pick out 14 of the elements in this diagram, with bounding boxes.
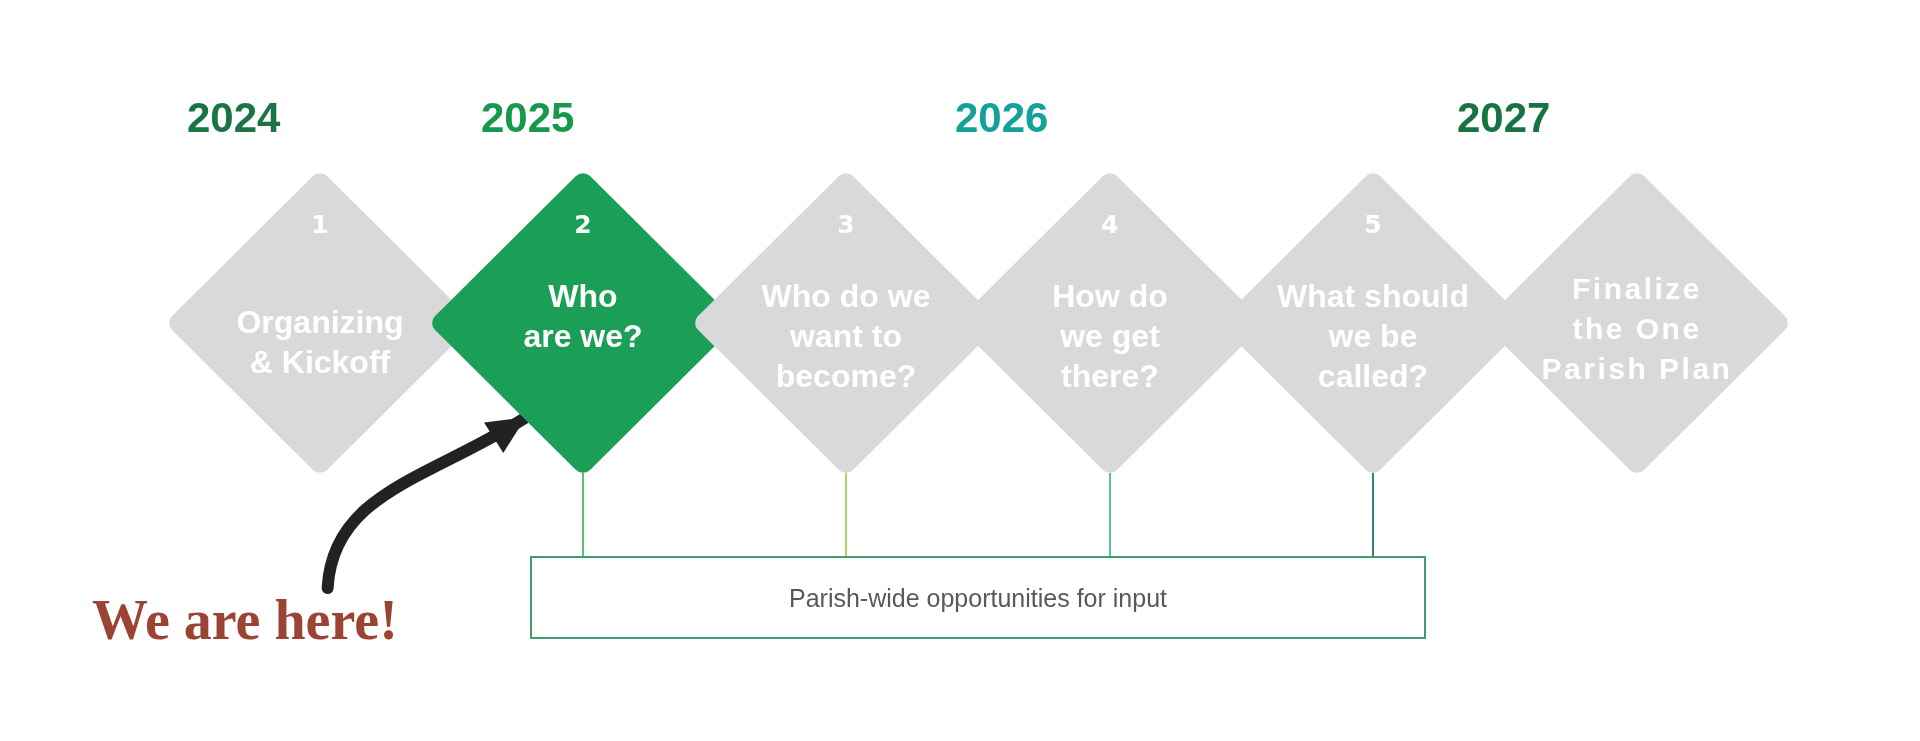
- connector-line: [1372, 471, 1374, 557]
- step-number: 2: [574, 210, 592, 240]
- connector-line: [582, 471, 584, 557]
- year-label: 2026: [955, 93, 1049, 143]
- year-label: 2024: [187, 93, 281, 143]
- connector-line: [845, 471, 847, 557]
- year-label: 2027: [1457, 93, 1551, 143]
- connector-line: [1109, 471, 1111, 557]
- callout-text: We are here!: [92, 588, 398, 652]
- step-title: Who are we?: [522, 277, 644, 356]
- curved-arrow: [321, 412, 531, 594]
- input-box: [530, 556, 1426, 639]
- year-label: 2025: [481, 93, 575, 143]
- box-label: Parish-wide opportunities for input: [789, 582, 1167, 613]
